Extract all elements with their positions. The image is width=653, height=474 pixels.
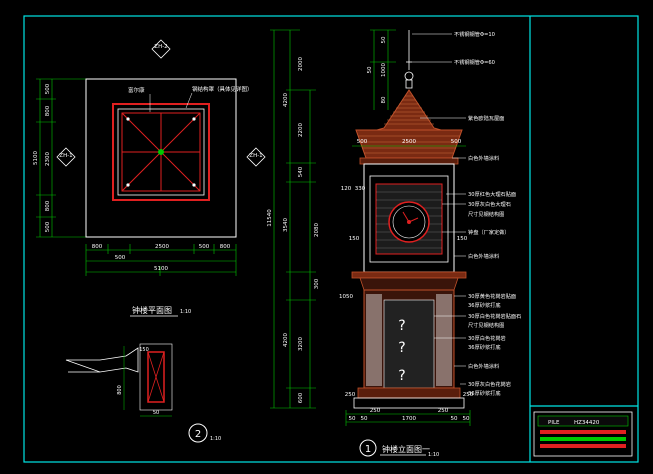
elev-side-250a: 250: [345, 392, 356, 398]
plan-total-dim: 5100: [154, 266, 168, 272]
elevation-number: 1: [365, 444, 371, 455]
detail-scale: 1:10: [210, 436, 221, 442]
elev-note-8: 钟盘（厂家定做）: [468, 228, 510, 236]
elev-note-12: 30厚白色花岗岩贴面石: [468, 312, 521, 320]
elevation-title: 钟楼立面图一: [382, 444, 430, 454]
elev-note-5: 30厚红色大理石贴面: [468, 190, 516, 198]
plan-section-mark-left: ZH-1: [59, 153, 72, 159]
elev-note-15: 36厚砂浆打底: [468, 343, 501, 351]
elev-bottom-dim-2: 1700: [402, 416, 416, 422]
plan-left-dim-3: 2300: [45, 152, 51, 166]
elevation-scale: 1:10: [428, 452, 439, 458]
elev-dim-2200: 2200: [298, 123, 304, 137]
title-block: PILE HZ34420: [533, 411, 633, 457]
plan-scale: 1:10: [180, 309, 191, 315]
elev-spire-dim-4: 80: [381, 96, 387, 103]
plan-left-dim-4: 800: [45, 200, 51, 211]
elev-bottom-dim-1: 250: [370, 408, 381, 414]
plan-left-dim-2: 800: [45, 105, 51, 116]
elev-dim-4200b: 4200: [283, 333, 289, 347]
elev-dim-3540: 3540: [283, 218, 289, 232]
plan-section-mark-top: ZH-2: [154, 44, 167, 50]
svg-text:?: ?: [398, 318, 405, 334]
elev-dim-11540: 11540: [267, 209, 273, 227]
plan-bottom-dim-3: 500: [199, 244, 210, 250]
elev-note-10: 30厚黄色花岗岩贴面: [468, 292, 516, 300]
plan-title: 钟楼平面图: [132, 305, 172, 315]
elev-note-4: 白色外墙涂料: [468, 154, 499, 162]
elev-top-dim-2: 2500: [402, 139, 416, 145]
elev-note-2: 不锈钢钢管Φ=60: [454, 58, 495, 66]
elev-dim-3200: 3200: [298, 337, 304, 351]
detail-dim-1: 150: [139, 347, 149, 353]
elev-side-250b: 250: [463, 392, 474, 398]
elev-side-330: 330: [355, 186, 366, 192]
detail-dim-3: 50: [153, 410, 159, 416]
elev-bottom-dim-6: 50: [451, 416, 458, 422]
elev-note-3: 紫色欧陆瓦屋面: [468, 114, 504, 122]
plan-bottom-dim-2: 2500: [155, 244, 169, 250]
plan-left-total: 5100: [33, 151, 39, 165]
elev-note-13: 尺寸见钢结构图: [468, 321, 504, 329]
elev-note-9: 白色外墙涂料: [468, 252, 499, 260]
svg-text:?: ?: [398, 340, 405, 356]
elev-note-14: 30厚白色花岗岩: [468, 334, 506, 342]
elev-side-1050: 1050: [339, 294, 353, 300]
elev-dim-2000: 2000: [298, 57, 304, 71]
elev-dim-540: 540: [298, 166, 304, 177]
plan-note-1: 富尔康: [128, 86, 145, 94]
elev-spire-dim-1: 50: [381, 36, 387, 43]
elevation-view: ? ? ? 250 1700 250 50 50 50 50 500 25: [267, 29, 521, 458]
elev-side-150a: 150: [349, 236, 360, 242]
elev-bottom-dim-7: 50: [463, 416, 470, 422]
plan-section-mark-right: ZH-1: [249, 153, 262, 159]
elev-note-16: 白色外墙涂料: [468, 362, 499, 370]
elev-note-1: 不锈钢钢管Φ=10: [454, 30, 495, 38]
elev-note-18: 36厚砂浆打底: [468, 389, 501, 397]
elev-dim-2080: 2080: [314, 223, 320, 237]
elev-spire-dim-2: 1000: [381, 63, 387, 77]
elev-note-7: 尺寸见钢结构图: [468, 210, 504, 218]
plan-view: ZH-2 ZH-1 ZH-1 富尔康 钢结构罩（具体见详图） 500 800 2…: [33, 39, 266, 317]
title-block-label: PILE: [548, 420, 560, 426]
detail-2: 150 800 50 2 1:10: [65, 343, 221, 443]
plan-bottom-dim-5: 500: [115, 255, 126, 261]
elev-bottom-dim-3: 250: [438, 408, 449, 414]
elev-note-17: 30厚灰白色花岗岩: [468, 380, 511, 388]
elev-dim-4200a: 4200: [283, 93, 289, 107]
elev-spire-dim-3: 50: [367, 66, 373, 73]
elev-dim-300: 300: [314, 278, 320, 289]
plan-note-2: 钢结构罩（具体见详图）: [192, 85, 253, 93]
elev-dim-600: 600: [298, 392, 304, 403]
elev-side-150b: 150: [457, 236, 468, 242]
elev-top-dim-1: 500: [357, 139, 368, 145]
plan-left-dim-1: 500: [45, 83, 51, 94]
elev-side-120: 120: [341, 186, 352, 192]
plan-bottom-dim-1: 800: [92, 244, 103, 250]
elev-note-6: 30厚灰白色大理石: [468, 200, 511, 208]
plan-bottom-dim-4: 800: [220, 244, 231, 250]
svg-text:?: ?: [398, 368, 405, 384]
title-block-code: HZ34420: [574, 420, 600, 426]
detail-dim-2: 800: [117, 385, 123, 395]
drawing-frame: [23, 15, 639, 463]
detail-number: 2: [195, 429, 201, 440]
elev-note-11: 36厚砂浆打底: [468, 301, 501, 309]
elev-bottom-dim-4: 50: [349, 416, 356, 422]
plan-left-dim-5: 500: [45, 221, 51, 232]
elev-bottom-dim-5: 50: [361, 416, 368, 422]
elev-top-dim-3: 500: [451, 139, 462, 145]
